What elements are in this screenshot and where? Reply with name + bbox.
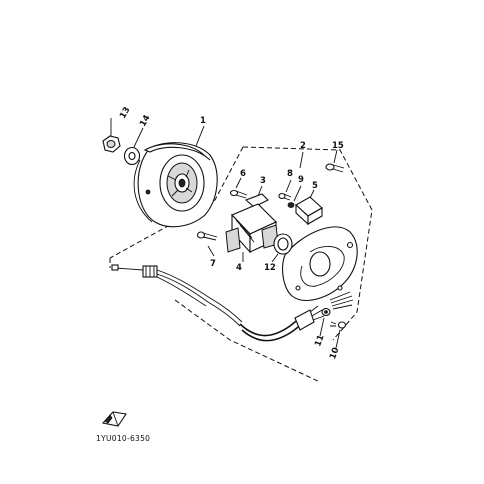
label-13: 13: [118, 105, 133, 120]
part-9-washer[interactable]: [287, 185, 302, 208]
label-4: 4: [236, 263, 242, 273]
label-5: 5: [312, 181, 318, 191]
label-11: 11: [313, 333, 326, 348]
part-4-charge-coil[interactable]: [225, 203, 279, 262]
label-8: 8: [287, 169, 293, 179]
part-6-screw[interactable]: [229, 177, 248, 199]
label-7: 7: [210, 259, 216, 269]
part-11-grommet[interactable]: [319, 307, 331, 337]
wire-harness[interactable]: [111, 264, 354, 342]
part-7-bolt[interactable]: [196, 231, 218, 257]
label-6: 6: [240, 169, 246, 179]
reference-marker-icon: [101, 411, 127, 427]
part-8-screw[interactable]: [278, 179, 292, 201]
assembly-boundary: [109, 146, 373, 383]
part-3-pulser-coil[interactable]: [244, 185, 269, 208]
drawing-code: 1YU010-6350: [96, 434, 150, 443]
label-9: 9: [298, 175, 304, 185]
part-2-stator-plate[interactable]: [282, 151, 358, 301]
part-5-lighting-coil[interactable]: [295, 189, 323, 226]
label-1: 1: [200, 116, 206, 126]
part-12-oil-seal[interactable]: [271, 233, 293, 263]
part-10-screw[interactable]: [330, 321, 347, 349]
label-2: 2: [300, 141, 306, 151]
part-14-washer[interactable]: [123, 127, 144, 166]
part-1-flywheel[interactable]: [133, 125, 218, 228]
part-15-bolt[interactable]: [325, 149, 345, 173]
label-14: 14: [138, 113, 153, 128]
part-13-nut[interactable]: [102, 118, 121, 153]
label-3: 3: [260, 176, 266, 186]
label-12: 12: [264, 263, 276, 273]
label-10: 10: [328, 346, 341, 361]
part-labels: 1 2 3 4 5 6 7 8 9 10 11 12 13 14 15: [118, 105, 344, 360]
label-15: 15: [332, 141, 344, 151]
